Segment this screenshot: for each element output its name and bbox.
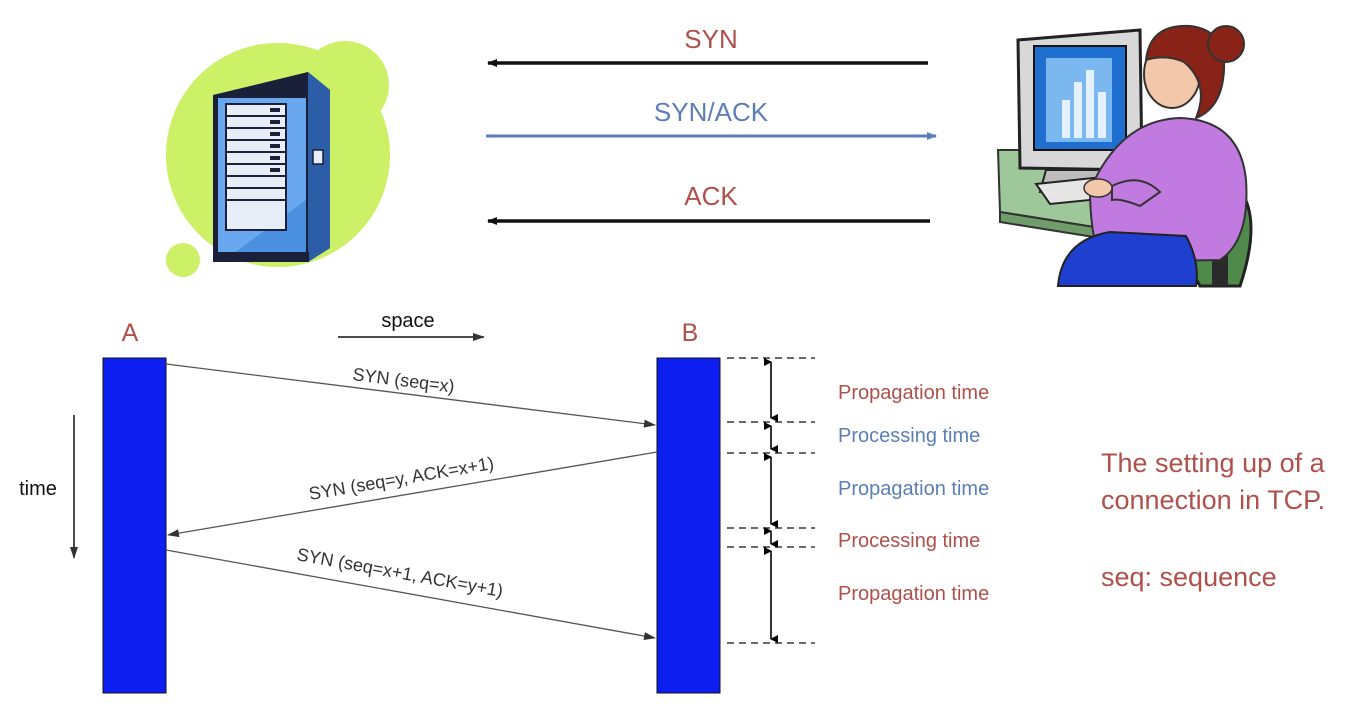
server-icon	[166, 41, 390, 277]
timing-guides	[727, 357, 815, 644]
msg3-arrow	[165, 549, 656, 640]
timing-label-5: Propagation time	[838, 583, 989, 605]
time-label: time	[19, 478, 57, 500]
ack-label: ACK	[684, 181, 738, 211]
side-notes: The setting up of a connection in TCP. s…	[1101, 448, 1326, 592]
space-label: space	[381, 310, 434, 332]
host-b-label: B	[682, 319, 699, 347]
sequence-diagram: A B space time SYN (seq=x) SYN (seq=y, A…	[19, 310, 989, 694]
host-a-label: A	[122, 319, 139, 347]
host-b-timeline	[656, 357, 721, 694]
note-line-1: The setting up of a	[1101, 448, 1326, 478]
msg2-arrow	[167, 451, 658, 538]
person-at-computer-icon	[996, 24, 1253, 288]
timing-label-2: Processing time	[838, 425, 980, 447]
handshake-arrows: SYN SYN/ACK ACK	[486, 24, 937, 225]
timing-label-3: Propagation time	[838, 478, 989, 500]
host-a-timeline	[102, 357, 167, 694]
note-line-3: seq: sequence	[1101, 562, 1277, 592]
timing-label-1: Propagation time	[838, 382, 989, 404]
msg2-label: SYN (seq=y, ACK=x+1)	[307, 453, 495, 504]
msg1-arrow	[165, 363, 656, 428]
note-line-2: connection in TCP.	[1101, 485, 1325, 515]
synack-label: SYN/ACK	[654, 97, 769, 127]
msg1-label: SYN (seq=x)	[352, 364, 456, 397]
timing-label-4: Processing time	[838, 530, 980, 552]
syn-label: SYN	[684, 24, 737, 54]
